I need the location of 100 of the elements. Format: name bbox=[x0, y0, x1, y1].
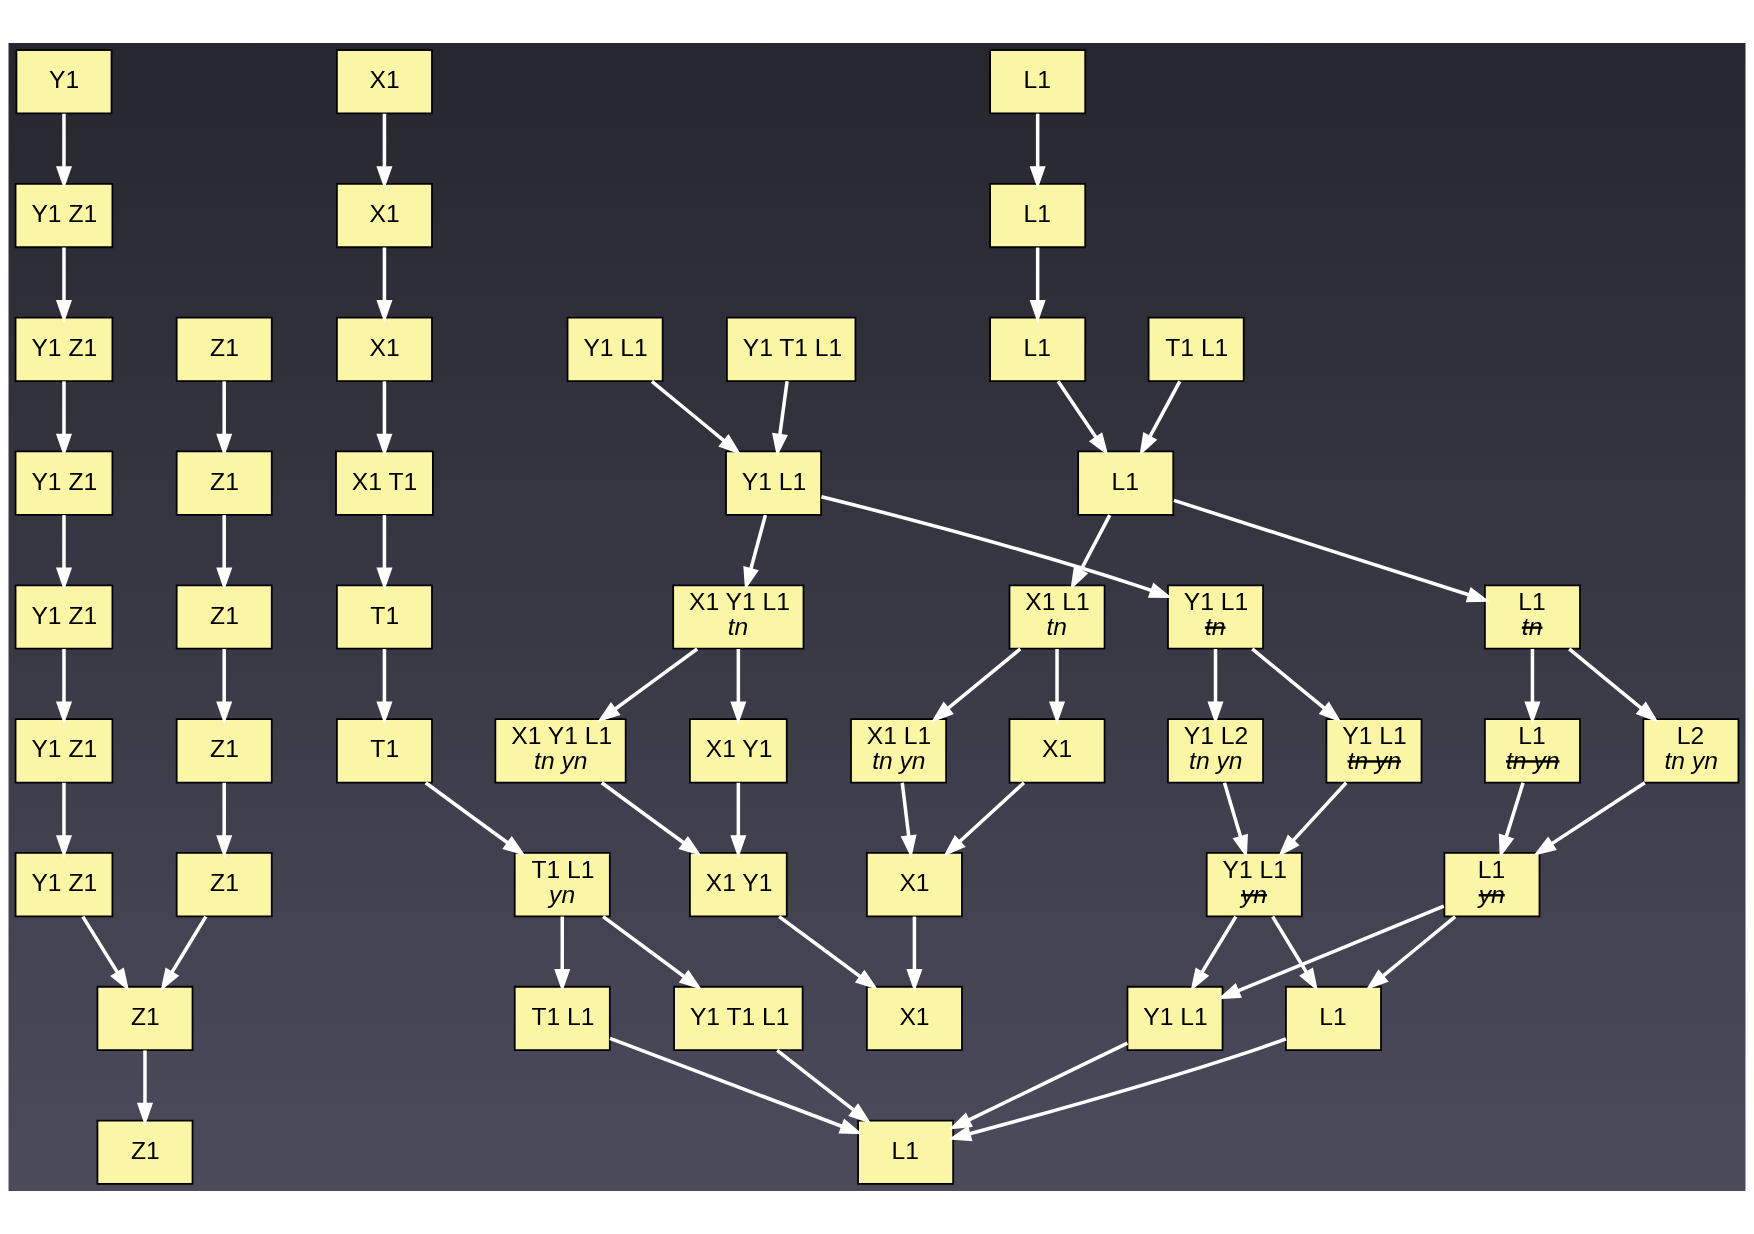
arrow bbox=[776, 1049, 872, 1124]
arrow bbox=[136, 1050, 153, 1126]
node-box: Z1 bbox=[175, 316, 273, 382]
node-box: T1 bbox=[336, 584, 433, 650]
node-box: Y1 L1 tn yn bbox=[1325, 718, 1423, 784]
arrow bbox=[650, 380, 742, 455]
node-box: L1 bbox=[1285, 985, 1382, 1052]
node-box: Z1 bbox=[175, 584, 273, 650]
node-box: Y1 Z1 bbox=[14, 718, 114, 784]
node-box: L1 bbox=[857, 1119, 955, 1185]
arrow bbox=[376, 515, 393, 591]
arrow bbox=[55, 247, 72, 323]
node-box: L1 bbox=[989, 49, 1087, 115]
node-box: X1 bbox=[1008, 718, 1106, 784]
arrow bbox=[216, 648, 233, 725]
node-box: X1 Y1 L1 tn yn bbox=[494, 718, 627, 784]
arrow bbox=[160, 915, 208, 992]
arrow bbox=[554, 916, 571, 992]
node-box: X1 bbox=[866, 985, 963, 1052]
node-box: X1 bbox=[336, 316, 433, 382]
node-box: X1 Y1 L1 tn bbox=[672, 584, 805, 650]
node-box: X1 L1 tn yn bbox=[850, 718, 947, 784]
node-box: L1 bbox=[989, 183, 1087, 249]
node-box: L1 bbox=[1077, 450, 1175, 516]
node-box: X1 bbox=[336, 49, 433, 115]
arrow bbox=[1029, 113, 1046, 190]
arrow bbox=[609, 1036, 863, 1135]
node-box: Y1 Z1 bbox=[14, 584, 114, 650]
node-box: Z1 bbox=[96, 1119, 194, 1185]
node-box: X1 bbox=[336, 183, 433, 249]
arrow bbox=[948, 1037, 1287, 1142]
node-box: Y1 L2 tn yn bbox=[1167, 718, 1264, 784]
arrow bbox=[1222, 782, 1248, 858]
arrow bbox=[948, 1041, 1129, 1130]
node-box: T1 L1 bbox=[1147, 316, 1245, 382]
arrow bbox=[931, 647, 1022, 723]
arrow bbox=[943, 781, 1026, 857]
node-box: Y1 L1 yn bbox=[1205, 852, 1303, 918]
arrow bbox=[424, 781, 526, 856]
node-box: Y1 Z1 bbox=[14, 852, 114, 918]
arrow bbox=[772, 381, 789, 457]
arrow bbox=[1271, 915, 1318, 992]
node-box: T1 L1 bbox=[513, 985, 611, 1052]
arrow bbox=[1207, 648, 1224, 725]
node-box: X1 Y1 bbox=[689, 718, 788, 784]
node-box: Y1 L1 bbox=[1126, 985, 1224, 1052]
node-box: Y1 Z1 bbox=[14, 183, 114, 249]
arrow bbox=[1070, 514, 1112, 590]
node-box: Z1 bbox=[96, 985, 194, 1052]
arrow bbox=[900, 782, 917, 859]
arrow bbox=[1056, 380, 1109, 456]
node-box: Y1 T1 L1 bbox=[726, 316, 857, 382]
node-box: L1 tn yn bbox=[1484, 718, 1581, 784]
arrow bbox=[743, 514, 768, 591]
arrow bbox=[1568, 647, 1659, 723]
node-box: X1 bbox=[866, 852, 963, 918]
node-box: T1 L1 yn bbox=[513, 852, 611, 918]
arrow bbox=[1365, 915, 1457, 990]
arrow bbox=[730, 648, 747, 725]
arrow bbox=[1533, 781, 1646, 856]
arrow bbox=[376, 381, 393, 457]
arrow bbox=[1049, 648, 1066, 725]
node-box: X1 T1 bbox=[335, 450, 434, 516]
node-box: L1 tn bbox=[1484, 584, 1581, 650]
arrow bbox=[81, 915, 130, 992]
arrow bbox=[821, 495, 1173, 598]
node-box: Y1 L1 bbox=[566, 316, 664, 382]
arrow bbox=[602, 915, 702, 990]
arrow bbox=[1217, 904, 1445, 1000]
node-box: X1 Y1 bbox=[689, 852, 788, 918]
arrow bbox=[1190, 915, 1238, 992]
node-box: Y1 Z1 bbox=[14, 450, 114, 516]
arrow bbox=[730, 782, 747, 859]
arrow bbox=[1139, 380, 1182, 457]
arrow bbox=[55, 515, 72, 591]
arrow bbox=[1498, 782, 1525, 858]
arrow bbox=[906, 916, 923, 992]
node-box: Z1 bbox=[175, 852, 273, 918]
node-box: Y1 L1 bbox=[725, 450, 822, 516]
node-box: Z1 bbox=[175, 450, 273, 516]
arrow bbox=[376, 648, 393, 725]
arrow bbox=[55, 782, 72, 859]
arrow bbox=[1524, 648, 1541, 725]
node-box: L2 tn yn bbox=[1642, 718, 1740, 784]
arrow bbox=[376, 113, 393, 190]
node-box: L1 bbox=[989, 316, 1087, 382]
node-box: L1 yn bbox=[1443, 852, 1541, 918]
arrow bbox=[376, 247, 393, 323]
arrow bbox=[216, 515, 233, 591]
arrow bbox=[216, 782, 233, 859]
node-box: Z1 bbox=[175, 718, 273, 784]
node-box: Y1 T1 L1 bbox=[673, 985, 804, 1052]
arrow bbox=[597, 647, 699, 723]
arrow bbox=[55, 648, 72, 725]
arrow bbox=[600, 781, 702, 856]
arrow bbox=[1029, 247, 1046, 323]
node-box: T1 bbox=[336, 718, 433, 784]
arrow bbox=[55, 113, 72, 190]
arrow bbox=[1173, 498, 1490, 603]
arrow bbox=[1251, 647, 1342, 723]
